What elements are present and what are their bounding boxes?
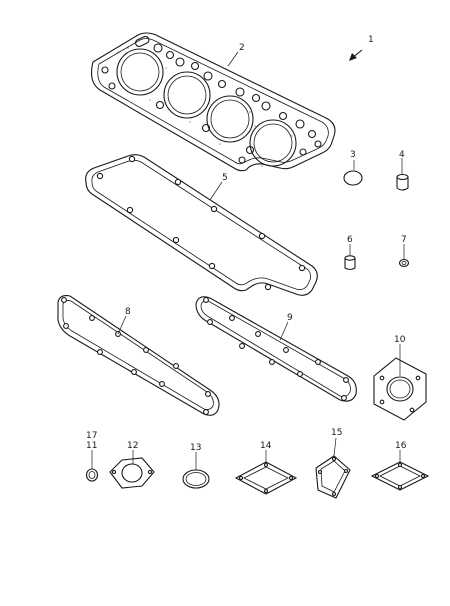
callout-2: 2: [239, 43, 245, 53]
callout-1: 1: [368, 35, 374, 45]
small-seal: [344, 255, 356, 271]
callout-17: 17: [86, 431, 97, 441]
callout-labels: 1 2 3 4 5 6 7 8 9 10 17 11 12 13 14 15 1…: [86, 35, 407, 453]
manifold-gasket-left: [57, 295, 220, 416]
rhombus-gasket: [234, 461, 298, 495]
small-ring: [85, 468, 99, 482]
o-ring: [343, 170, 363, 186]
rhombus-gasket-small: [370, 461, 430, 491]
direction-arrow-icon: [349, 49, 363, 61]
callout-7: 7: [401, 235, 407, 245]
round-gasket: [182, 469, 210, 489]
manifold-gasket-right: [195, 296, 357, 402]
callout-14: 14: [260, 441, 272, 451]
callout-15: 15: [331, 428, 342, 438]
angled-square-gasket: [315, 455, 351, 499]
callout-4: 4: [399, 150, 405, 160]
callout-9: 9: [287, 313, 293, 323]
callout-8: 8: [125, 307, 131, 317]
callout-13: 13: [190, 443, 201, 453]
washer: [398, 258, 410, 268]
rocker-cover-gasket: [85, 154, 318, 296]
callout-3: 3: [350, 150, 356, 160]
cylinder-head-gasket: [91, 32, 336, 172]
sleeve-bushing: [396, 173, 409, 191]
diamond-flange-gasket: [109, 457, 155, 489]
callout-6: 6: [347, 235, 353, 245]
callout-12: 12: [127, 441, 138, 451]
callout-5: 5: [222, 173, 228, 183]
callout-11: 11: [86, 441, 97, 451]
square-flange-gasket: [373, 357, 427, 421]
callout-10: 10: [394, 335, 406, 345]
callout-16: 16: [395, 441, 407, 451]
leader-lines: [91, 51, 405, 470]
